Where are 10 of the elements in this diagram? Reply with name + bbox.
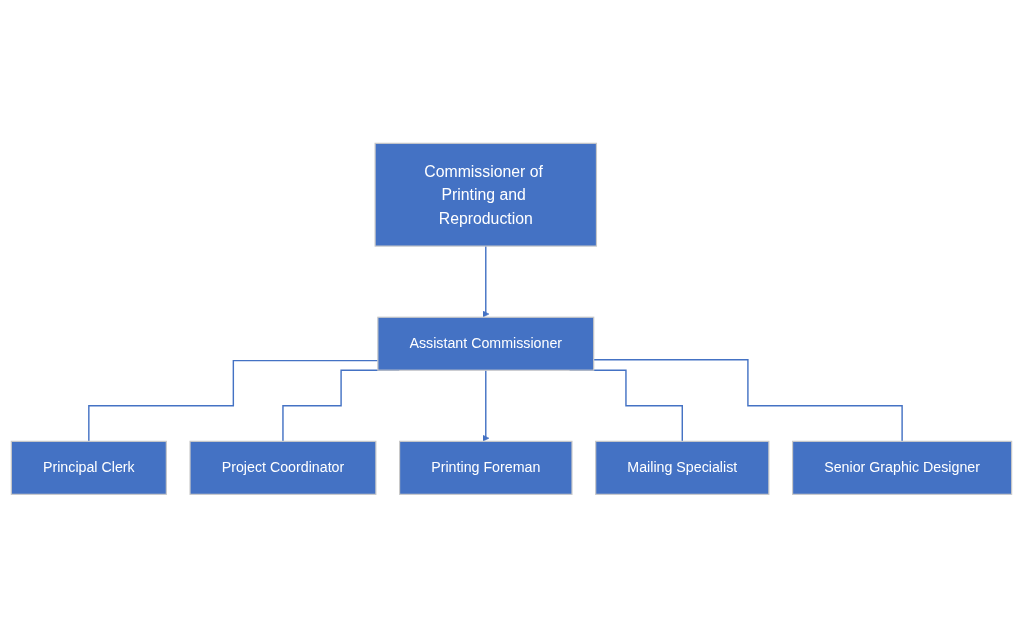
node-box: Commissioner of Printing and Reproduction — [374, 142, 598, 247]
arrow — [482, 369, 490, 442]
node-box: Principal Clerk — [10, 440, 167, 496]
connector — [593, 359, 903, 443]
arrow — [482, 245, 490, 318]
node-box: Printing Foreman — [399, 440, 573, 496]
node-box: Senior Graphic Designer — [792, 440, 1013, 496]
node-box: Project Coordinator — [189, 440, 377, 496]
node-box: Mailing Specialist — [595, 440, 770, 496]
node-box: Assistant Commissioner — [377, 316, 595, 371]
